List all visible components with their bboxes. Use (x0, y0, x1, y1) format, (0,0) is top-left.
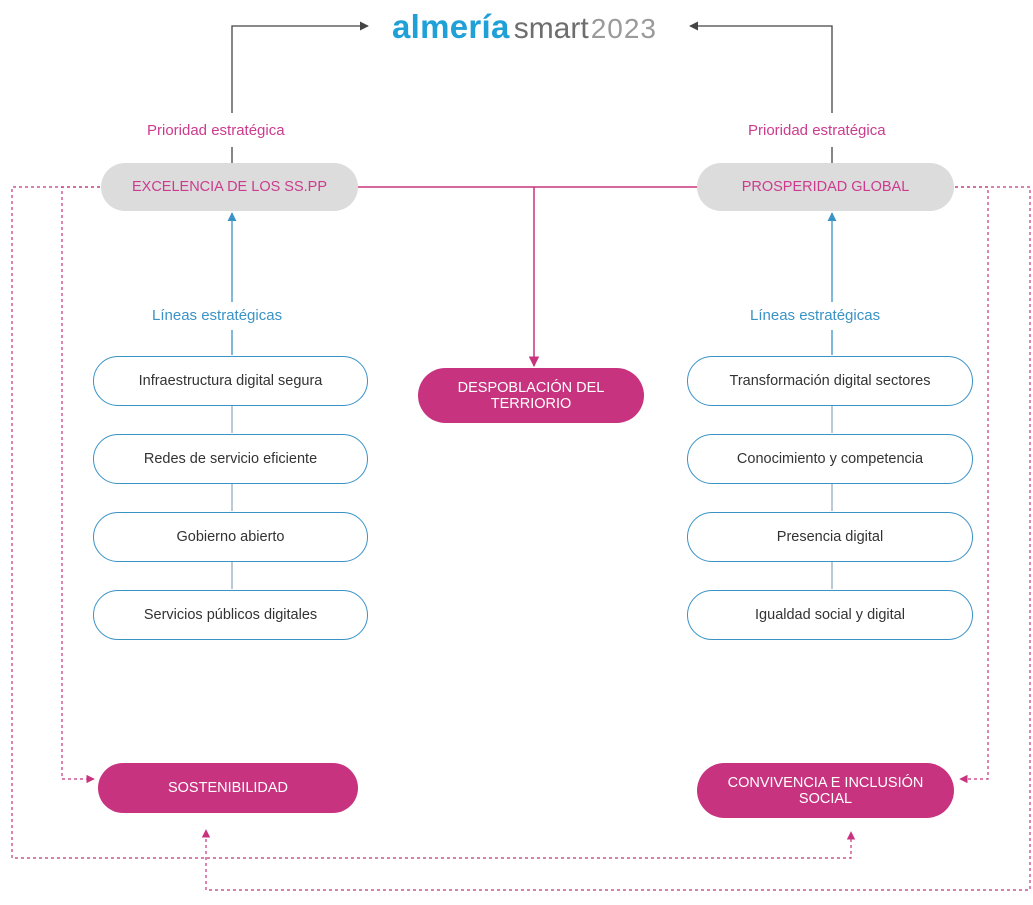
right-line-pill-3: Presencia digital (687, 512, 973, 562)
right-to-logo-arrow (689, 21, 833, 113)
right-line-pill-1: Transformación digital sectores (687, 356, 973, 406)
logo-smart: smart (513, 12, 589, 45)
right-line-pill-2: Conocimiento y competencia (687, 434, 973, 484)
right-lines-label: Líneas estratégicas (750, 307, 881, 324)
left-priority-label: Prioridad estratégica (147, 122, 285, 139)
left-to-logo-arrow (231, 21, 369, 113)
almeria-smart-logo: almería smart 2023 (392, 8, 657, 48)
left-line-pill-1: Infraestructura digital segura (93, 356, 368, 406)
left-line-pill-2: Redes de servicio eficiente (93, 434, 368, 484)
left-line-pill-3: Gobierno abierto (93, 512, 368, 562)
left-priority-pill: EXCELENCIA DE LOS SS.PP (101, 163, 358, 211)
left-lines-label: Líneas estratégicas (152, 307, 283, 324)
center-pill: DESPOBLACIÓN DEL TERRIORIO (418, 368, 644, 423)
right-outer-dotted-connector (201, 186, 1031, 891)
left-inner-dotted-connector (61, 186, 100, 784)
right-priority-pill: PROSPERIDAD GLOBAL (697, 163, 954, 211)
right-outcome-pill: CONVIVENCIA E INCLUSIÓN SOCIAL (697, 763, 954, 818)
left-outcome-pill: SOSTENIBILIDAD (98, 763, 358, 813)
logo-year: 2023 (590, 13, 657, 44)
left-line-pill-4: Servicios públicos digitales (93, 590, 368, 640)
right-priority-label: Prioridad estratégica (748, 122, 886, 139)
left-outer-dotted-connector (11, 186, 856, 859)
logo-brand: almería (392, 8, 510, 45)
right-line-pill-4: Igualdad social y digital (687, 590, 973, 640)
right-inner-dotted-connector (955, 186, 989, 784)
